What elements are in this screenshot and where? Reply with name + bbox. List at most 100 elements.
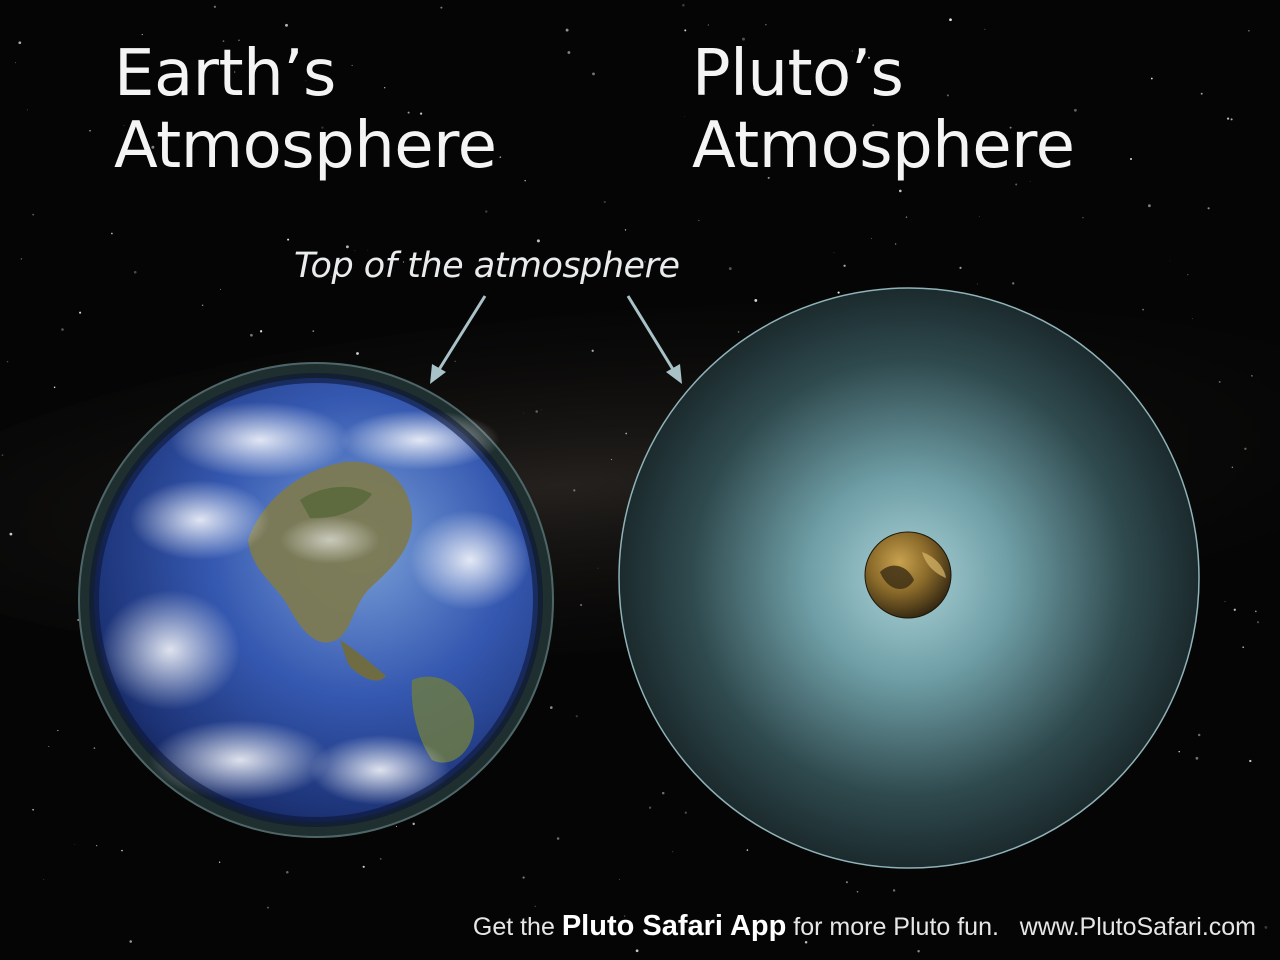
cloud	[310, 735, 450, 805]
star	[1251, 375, 1253, 377]
star	[1244, 447, 1247, 450]
star	[26, 109, 28, 111]
star	[74, 843, 76, 845]
star	[1169, 260, 1171, 262]
star	[1150, 77, 1153, 80]
arrowhead	[666, 364, 682, 384]
star	[765, 23, 767, 26]
star	[524, 179, 526, 182]
earth-title-line-2: Atmosphere	[114, 109, 497, 183]
footer-prefix: Get the	[472, 913, 555, 941]
star	[222, 40, 225, 42]
star	[592, 72, 595, 76]
star	[917, 950, 920, 953]
star	[624, 915, 626, 917]
star	[1178, 750, 1180, 753]
star	[742, 37, 745, 41]
star	[362, 865, 365, 868]
star	[728, 267, 732, 271]
star	[635, 949, 639, 953]
star	[96, 845, 98, 847]
star	[1147, 204, 1151, 208]
star	[395, 825, 398, 827]
star	[321, 126, 324, 129]
cloud	[130, 480, 270, 560]
star	[746, 849, 749, 851]
star	[1073, 108, 1077, 112]
star	[1191, 318, 1193, 320]
star	[1241, 920, 1244, 923]
star	[485, 210, 488, 213]
star	[872, 124, 875, 127]
star	[894, 243, 897, 245]
arrow-to-earth-atmosphere	[433, 295, 487, 377]
star	[856, 890, 859, 893]
star	[892, 889, 896, 892]
star	[351, 64, 353, 66]
star	[976, 283, 978, 285]
star	[1197, 733, 1201, 737]
star	[305, 80, 307, 82]
star	[356, 352, 359, 355]
star	[1129, 157, 1133, 161]
star	[201, 304, 204, 306]
star	[287, 238, 290, 241]
footer-url: www.PlutoSafari.com	[1019, 913, 1256, 941]
star	[573, 489, 576, 492]
star	[219, 288, 221, 290]
star	[402, 261, 405, 263]
star	[32, 808, 34, 811]
earth-title-line-1: Earth’s	[114, 37, 336, 111]
star	[53, 386, 56, 389]
pluto-icon	[618, 287, 1200, 869]
star	[1142, 308, 1144, 311]
star	[6, 360, 9, 363]
star	[15, 62, 16, 64]
cloud	[410, 510, 530, 610]
star	[1015, 183, 1018, 186]
star	[383, 86, 386, 89]
star	[285, 23, 288, 27]
pluto-atmosphere-title: Pluto’s Atmosphere	[692, 38, 1075, 182]
star	[949, 18, 952, 22]
star	[345, 245, 349, 249]
star	[905, 216, 908, 218]
star	[32, 213, 35, 216]
pluto-dark-region	[880, 565, 914, 590]
star	[648, 806, 652, 809]
star	[707, 24, 710, 26]
star	[1012, 282, 1015, 285]
star	[129, 940, 132, 943]
star	[684, 29, 687, 32]
star	[624, 229, 627, 231]
star	[753, 87, 756, 90]
star	[1256, 621, 1260, 624]
star	[354, 250, 356, 252]
star	[556, 837, 560, 840]
star	[1200, 92, 1203, 95]
star	[868, 56, 870, 59]
arrowhead	[430, 364, 446, 384]
star	[419, 112, 423, 115]
star	[804, 941, 808, 944]
star	[151, 145, 155, 149]
star	[218, 861, 221, 863]
star	[1195, 756, 1199, 760]
star	[367, 250, 369, 251]
star	[1224, 601, 1226, 602]
star	[454, 360, 456, 362]
arrow-to-pluto-atmosphere	[626, 295, 679, 377]
star	[1187, 274, 1189, 276]
star	[412, 822, 415, 826]
star	[625, 432, 628, 435]
star	[267, 906, 269, 909]
star	[133, 270, 137, 274]
star	[499, 156, 502, 158]
star	[43, 879, 45, 881]
footer-suffix: for more Pluto fun.	[793, 913, 999, 941]
star	[575, 715, 578, 718]
star	[682, 3, 685, 7]
star	[1230, 118, 1233, 121]
star	[523, 412, 524, 414]
